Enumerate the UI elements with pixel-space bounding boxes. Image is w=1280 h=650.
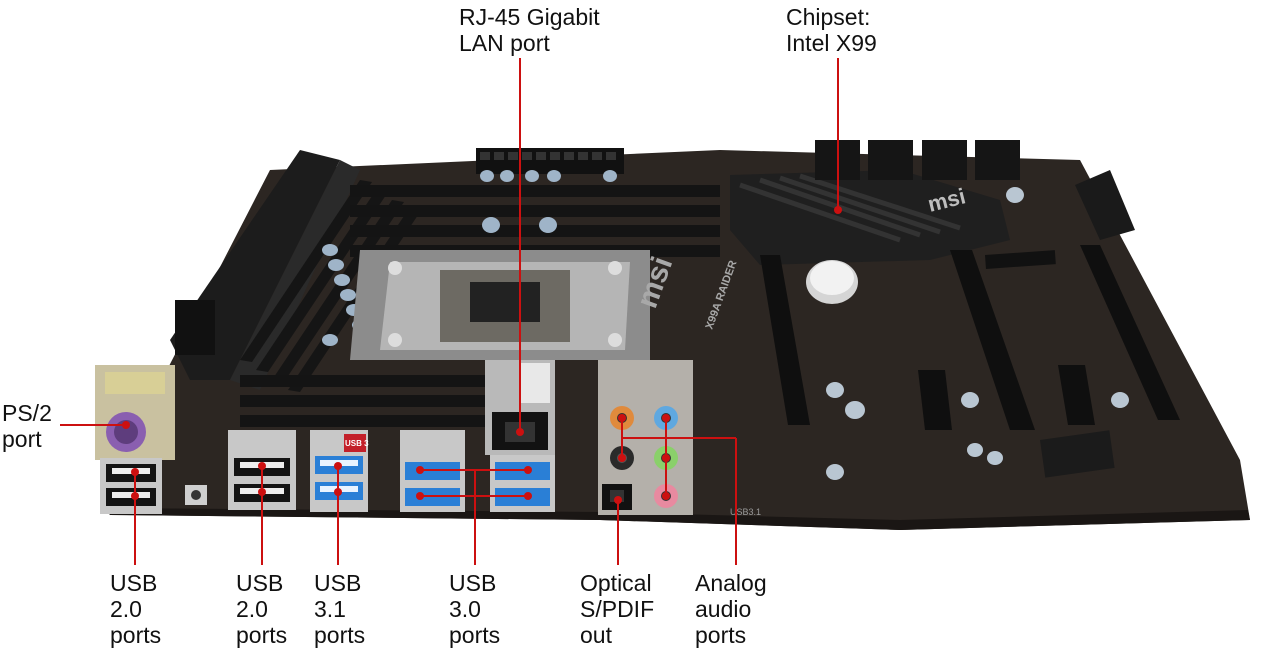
usb30-ports — [400, 430, 555, 512]
callout-label-usb30: USB 3.0 ports — [449, 570, 501, 648]
pcie-slots — [760, 245, 1180, 430]
atx-power-connector — [476, 148, 624, 174]
sata-ports — [1075, 170, 1135, 240]
callout-lines — [60, 58, 839, 565]
callout-label-lan: RJ-45 Gigabit LAN port — [459, 4, 600, 56]
ps2-port — [95, 365, 175, 460]
callout-label-audio: Analog audio ports — [695, 570, 767, 648]
rear-usb31-label: USB3.1 — [730, 507, 761, 517]
cpu-socket — [350, 250, 650, 360]
m2-slot — [985, 250, 1056, 269]
pch-chip — [1040, 430, 1115, 478]
callout-label-usb31: USB 3.1 ports — [314, 570, 366, 648]
callout-label-chipset: Chipset: Intel X99 — [786, 4, 877, 56]
chipset-heatsink: msi — [730, 170, 1010, 265]
callout-label-usb20-b: USB 2.0 ports — [236, 570, 288, 648]
usb31-ports: USB 3 — [310, 430, 369, 512]
callout-dots — [122, 206, 842, 504]
capacitors-right — [826, 187, 1129, 480]
callout-label-ps2: PS/2 port — [2, 400, 52, 452]
cpu-power-connector — [175, 300, 215, 355]
usb31-badge: USB 3 — [345, 439, 369, 448]
usb20-ports-a — [100, 458, 162, 514]
callout-label-usb20-a: USB 2.0 ports — [110, 570, 162, 648]
callout-label-spdif: Optical S/PDIF out — [580, 570, 655, 648]
